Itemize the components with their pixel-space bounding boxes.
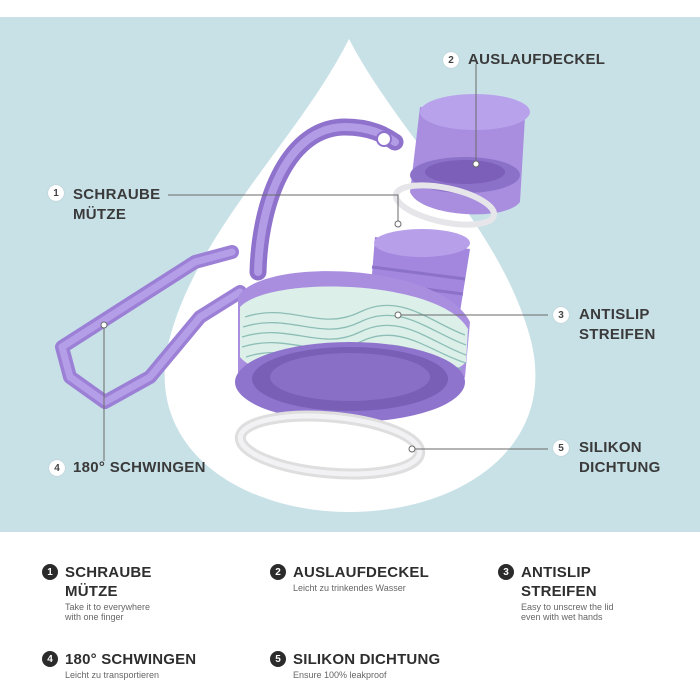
callout-label-line1: ANTISLIP <box>579 306 650 323</box>
feature-number: 1 <box>42 564 58 580</box>
feature-swing-handle: 4 180° SCHWINGEN Leicht zu transportiere… <box>42 650 196 680</box>
callout-label-line1: SILIKON <box>579 439 642 456</box>
callout-label-line2: STREIFEN <box>579 326 656 343</box>
callout-number: 5 <box>553 440 569 456</box>
feature-title: AUSLAUFDECKEL <box>293 564 429 581</box>
callout-silicone-seal: 5 SILIKON DICHTUNG <box>553 438 661 478</box>
callout-number: 1 <box>48 185 64 201</box>
feature-description: Easy to unscrew the lid even with wet ha… <box>521 602 614 622</box>
leader-dots <box>100 160 480 453</box>
feature-silicone-seal: 5 SILIKON DICHTUNG Ensure 100% leakproof <box>270 650 440 680</box>
feature-description: Take it to everywhere with one finger <box>65 602 151 622</box>
feature-title: ANTISLIP STREIFEN <box>521 564 597 600</box>
callout-screw-cap: 1 SCHRAUBE MÜTZE <box>48 185 160 225</box>
large-gasket <box>234 410 426 480</box>
feature-description: Leicht zu trinkendes Wasser <box>293 583 406 593</box>
feature-antislip-stripe: 3 ANTISLIP STREIFEN Easy to unscrew the … <box>498 563 614 622</box>
feature-number: 2 <box>270 564 286 580</box>
callout-swing-handle: 4 180° SCHWINGEN <box>49 458 206 478</box>
callout-number: 4 <box>49 460 65 476</box>
callout-antislip-stripe: 3 ANTISLIP STREIFEN <box>553 305 656 345</box>
callout-number: 3 <box>553 307 569 323</box>
feature-screw-cap: 1 SCHRAUBE MÜTZE Take it to everywhere w… <box>42 563 152 622</box>
feature-number: 5 <box>270 651 286 667</box>
feature-title: 180° SCHWINGEN <box>65 651 197 668</box>
callout-number: 2 <box>443 52 459 68</box>
carry-arch <box>249 118 404 281</box>
product-illustration <box>55 39 548 512</box>
leader-lines <box>103 64 548 461</box>
feature-number: 3 <box>498 564 514 580</box>
callout-spout-lid: 2 AUSLAUFDECKEL <box>443 50 605 70</box>
feature-description: Leicht zu transportieren <box>65 670 160 680</box>
swing-handle <box>55 245 247 409</box>
callout-label-line1: AUSLAUFDECKEL <box>468 51 606 68</box>
callout-label-line1: SCHRAUBE <box>73 186 161 203</box>
feature-spout-lid: 2 AUSLAUFDECKEL Leicht zu trinkendes Was… <box>270 563 429 593</box>
feature-number: 4 <box>42 651 58 667</box>
callout-label-line2: DICHTUNG <box>579 459 661 476</box>
product-illustration-panel: 1 SCHRAUBE MÜTZE 2 AUSLAUFDECKEL 3 ANTIS… <box>0 17 700 532</box>
feature-title: SILIKON DICHTUNG <box>293 651 441 668</box>
feature-title: SCHRAUBE MÜTZE <box>65 564 152 600</box>
feature-description: Ensure 100% leakproof <box>293 670 387 680</box>
callout-label-line1: 180° SCHWINGEN <box>73 459 206 476</box>
cap-body <box>235 271 470 422</box>
callout-label-line2: MÜTZE <box>73 206 127 223</box>
